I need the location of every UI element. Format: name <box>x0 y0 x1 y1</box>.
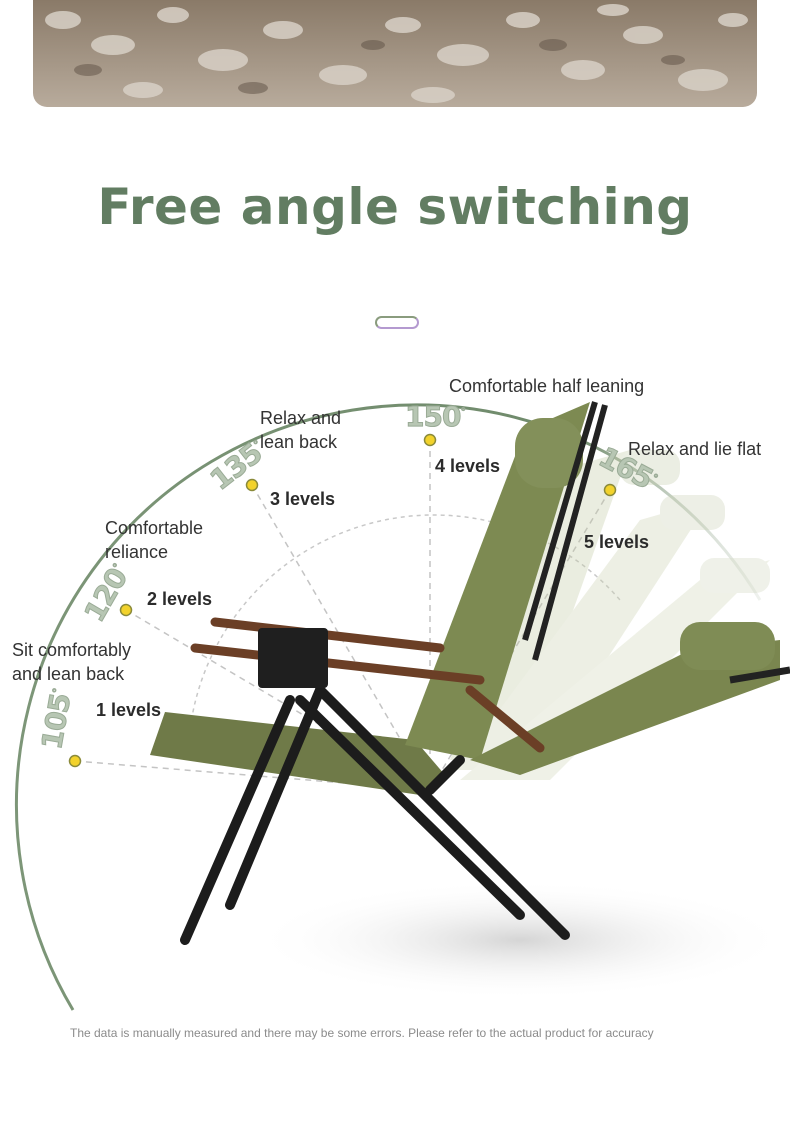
level-label-4: 4 levels <box>435 456 501 476</box>
angle-marker-135 <box>245 478 259 492</box>
angle-label-135: Relax and lean back <box>260 408 342 452</box>
divider-pill <box>375 316 419 329</box>
chair-shadow <box>250 880 790 1000</box>
level-label-1: 1 levels <box>96 700 162 720</box>
page-title: Free angle switching <box>97 178 693 236</box>
chair-illustration <box>150 401 790 945</box>
angle-label-150: Comfortable half leaning <box>449 376 645 396</box>
level-label-2: 2 levels <box>147 589 213 609</box>
angle-label-105: Sit comfortably and lean back <box>12 640 132 684</box>
angle-marker-165 <box>603 483 617 497</box>
angle-label-120: Comfortable reliance <box>105 518 204 562</box>
level-label-3: 3 levels <box>270 489 336 509</box>
angle-marker-105 <box>68 754 82 768</box>
disclaimer-text: The data is manually measured and there … <box>70 1026 654 1040</box>
hero-photo <box>33 0 757 107</box>
angle-marker-120 <box>119 603 133 617</box>
degree-150: 150° <box>404 400 466 434</box>
level-label-5: 5 levels <box>584 532 650 552</box>
angle-markers <box>68 433 617 768</box>
angle-label-165: Relax and lie flat <box>628 439 762 459</box>
angle-arc <box>14 403 762 1011</box>
angle-marker-150 <box>423 433 437 447</box>
pebble-photo-image <box>33 0 757 107</box>
inner-dashed-arc <box>187 514 621 761</box>
